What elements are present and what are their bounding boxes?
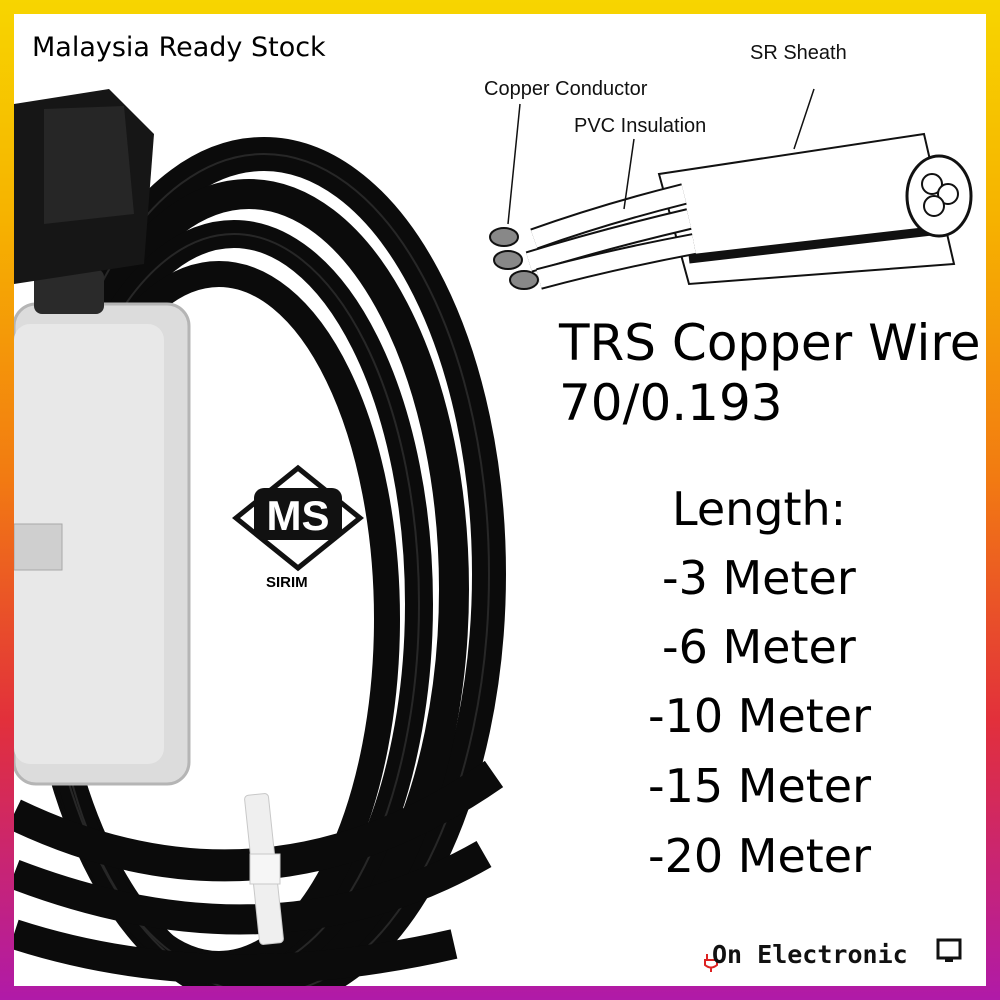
product-image-canvas: SR Sheath Copper Conductor PVC Insulatio… — [14, 14, 986, 986]
length-heading: Length: — [672, 482, 847, 536]
length-option: -6 Meter — [662, 620, 856, 674]
length-option: -3 Meter — [662, 551, 856, 605]
pvc-insulation-label: PVC Insulation — [574, 115, 707, 137]
copper-conductor-label: Copper Conductor — [484, 78, 648, 100]
copper-end-1 — [489, 227, 519, 247]
brand-name: On Electronic — [712, 940, 908, 969]
length-option: -10 Meter — [648, 689, 871, 743]
stock-banner: Malaysia Ready Stock — [32, 32, 326, 63]
plug-icon — [704, 954, 718, 972]
product-title: TRS Copper Wire — [559, 314, 981, 372]
ms-certification-icon: MS — [232, 464, 364, 572]
product-spec: 70/0.193 — [559, 374, 783, 432]
device-screen-icon — [936, 938, 962, 962]
ms-mark-text: MS — [267, 492, 330, 539]
cable-photo — [14, 89, 506, 986]
length-option: -20 Meter — [648, 829, 871, 883]
cable-diagram — [489, 88, 973, 290]
length-option: -15 Meter — [648, 759, 871, 813]
sirim-label: SIRIM — [266, 574, 308, 591]
sr-sheath-label: SR Sheath — [750, 42, 847, 64]
